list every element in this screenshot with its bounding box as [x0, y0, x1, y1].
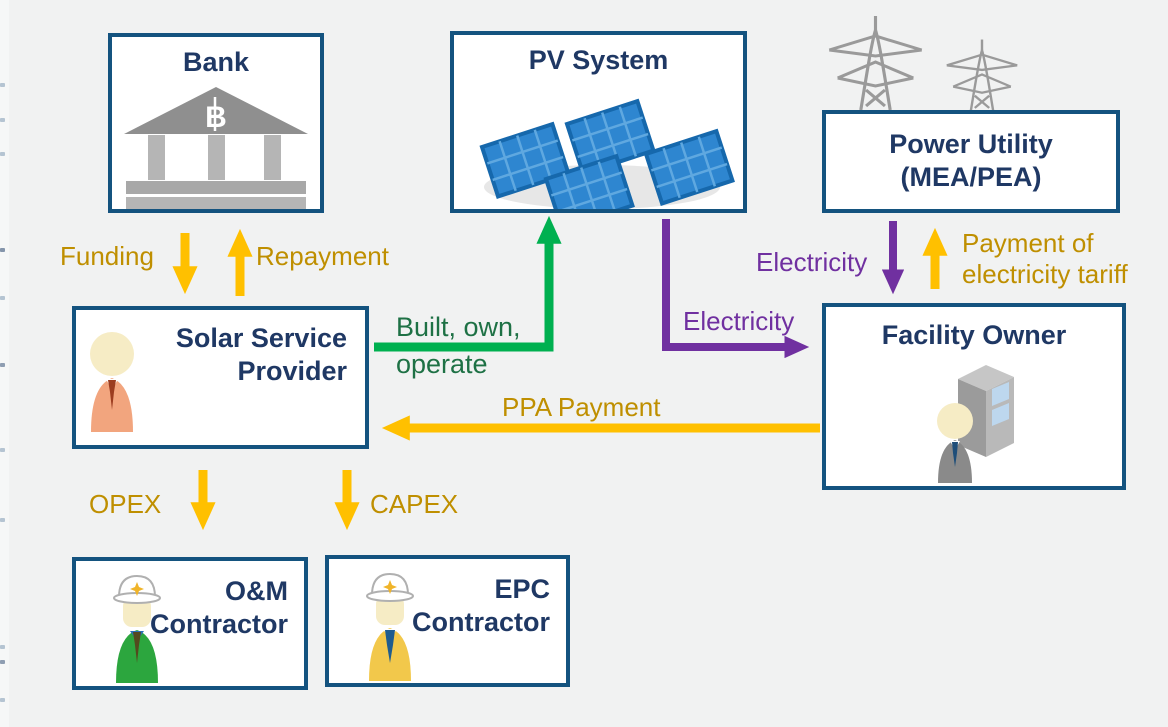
transmission-towers-icon	[828, 16, 1018, 112]
worker-hardhat-icon	[366, 572, 414, 681]
solar-panel	[643, 128, 735, 206]
built-own-operate-label-line2: operate	[396, 349, 488, 379]
solar-panels-icon	[479, 98, 735, 209]
tariff-payment-label: Payment of electricity tariff	[962, 228, 1128, 289]
pv-system-node: PV System	[450, 31, 747, 213]
pv-system-title: PV System	[528, 45, 669, 75]
facility-owner-node: Facility Owner	[822, 303, 1126, 490]
epc-contractor-node: EPC Contractor	[325, 555, 570, 687]
power-utility-title-line1: Power Utility	[889, 129, 1053, 159]
bank-node: Bank B	[108, 33, 324, 213]
tariff-payment-label-line2: electricity tariff	[962, 258, 1128, 289]
businessperson-icon	[90, 332, 134, 432]
ssp-title-line2: Provider	[237, 355, 347, 386]
epc-title-line1: EPC	[494, 574, 550, 604]
epc-title-line2: Contractor	[411, 606, 550, 637]
electricity-from-pv-label: Electricity	[683, 306, 795, 336]
power-utility-node: Power Utility (MEA/PEA)	[822, 110, 1120, 213]
power-utility-title-line2: (MEA/PEA)	[900, 161, 1042, 192]
tariff-payment-label-line1: Payment of	[962, 228, 1094, 258]
solar-panel	[543, 153, 635, 209]
built-own-operate-label-line1: Built, own,	[396, 312, 521, 342]
facility-owner-title: Facility Owner	[881, 320, 1067, 350]
ssp-title-line1: Solar Service	[175, 323, 347, 353]
electricity-from-utility-label: Electricity	[756, 247, 868, 277]
bank-building-icon: B	[124, 87, 308, 209]
om-title-line2: Contractor	[149, 608, 288, 639]
solar-service-provider-node: Solar Service Provider	[72, 306, 369, 449]
om-title-line1: O&M	[225, 576, 288, 606]
repayment-label: Repayment	[256, 241, 389, 271]
bank-title: Bank	[182, 47, 250, 77]
opex-label: OPEX	[89, 489, 162, 519]
baht-symbol: B	[205, 97, 227, 134]
funding-label: Funding	[60, 241, 154, 271]
left-edge-artifacts	[0, 0, 9, 727]
owner-with-building-icon	[937, 365, 1014, 483]
capex-label: CAPEX	[370, 489, 459, 519]
om-contractor-node: O&M Contractor	[72, 557, 308, 690]
ppa-payment-label: PPA Payment	[502, 392, 661, 422]
worker-hardhat-icon	[113, 574, 161, 683]
